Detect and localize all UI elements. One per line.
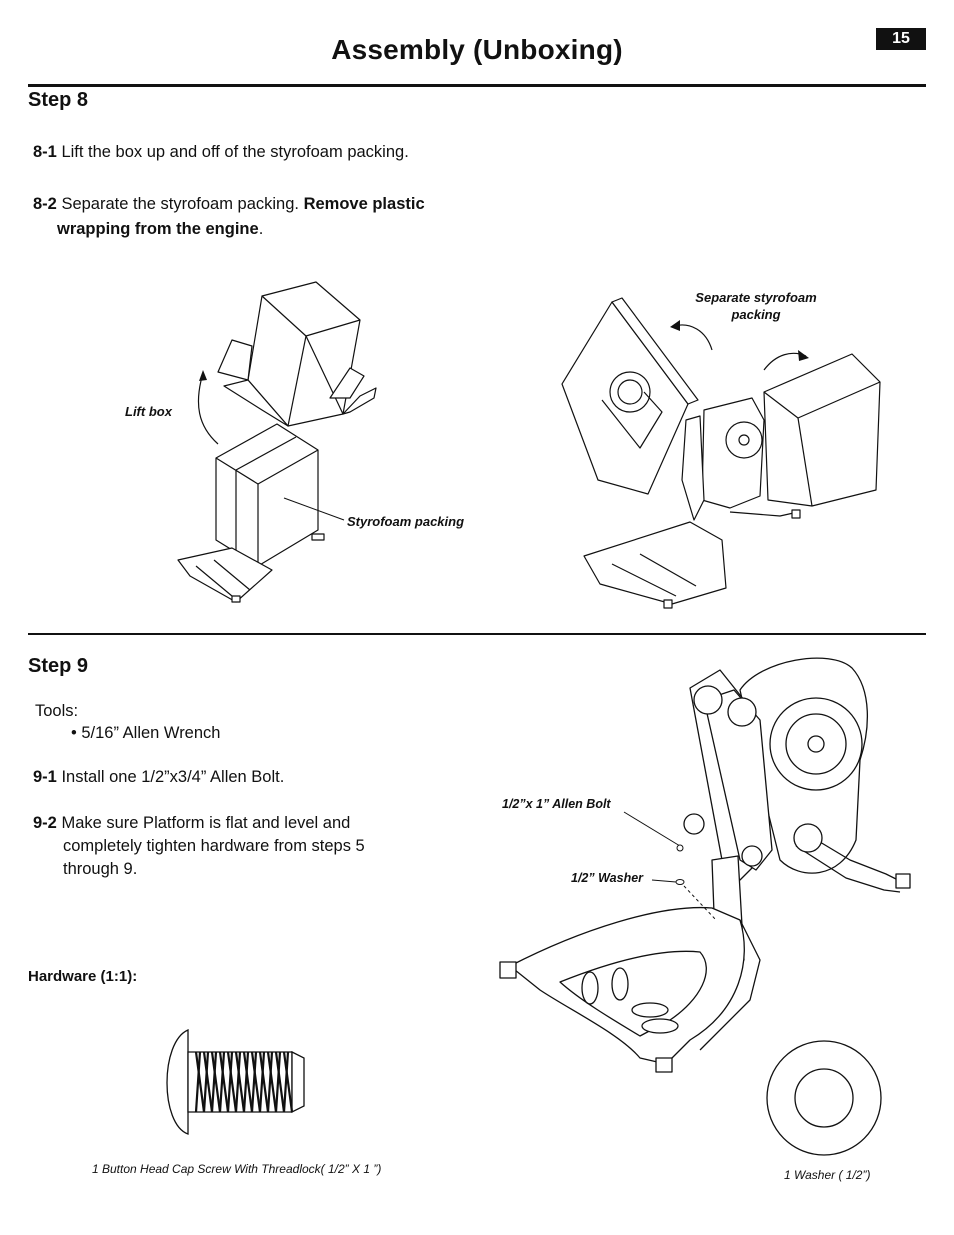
step-8-2-text: Separate the styrofoam packing. bbox=[56, 195, 304, 213]
step-8-1-instruction: 8-1 Lift the box up and off of the styro… bbox=[33, 140, 409, 165]
step-8-1-number: 8-1 bbox=[33, 143, 57, 161]
page-number: 15 bbox=[876, 28, 926, 50]
step-9-1-instruction: 9-1 Install one 1/2”x3/4” Allen Bolt. bbox=[33, 766, 284, 788]
styrofoam-packing-label: Styrofoam packing bbox=[347, 514, 465, 529]
lift-box-label: Lift box bbox=[125, 404, 172, 419]
step-9-2-line-2: completely tighten hardware from steps 5 bbox=[63, 837, 365, 855]
step-8-2-bold-1: Remove plastic bbox=[303, 195, 425, 213]
step-9-2-number: 9-2 bbox=[33, 814, 57, 832]
tools-item: • 5/16” Allen Wrench bbox=[71, 724, 221, 742]
step-9-2-line-3: through 9. bbox=[63, 860, 138, 878]
step-8-2-end: . bbox=[258, 220, 264, 238]
step-9-heading: Step 9 bbox=[28, 655, 89, 677]
button-head-screw-illustration bbox=[155, 1026, 305, 1136]
step-8-1-text: Lift the box up and off of the styrofoam… bbox=[56, 143, 409, 161]
allen-bolt-label: 1/2”x 1” Allen Bolt bbox=[502, 797, 611, 811]
lift-box-illustration bbox=[170, 280, 510, 610]
washer-illustration bbox=[766, 1040, 882, 1156]
separate-styrofoam-illustration bbox=[555, 295, 890, 615]
washer-label: 1/2” Washer bbox=[571, 871, 644, 885]
section-divider bbox=[28, 633, 926, 635]
tools-label: Tools: bbox=[35, 702, 79, 720]
step-8-2-number: 8-2 bbox=[33, 195, 57, 213]
step-9-1-text: Install one 1/2”x3/4” Allen Bolt. bbox=[56, 768, 285, 786]
step-8-2-instruction: 8-2 Separate the styrofoam packing. Remo… bbox=[33, 192, 503, 242]
step-9-2-line-1: Make sure Platform is flat and level and bbox=[56, 814, 351, 832]
step-9-1-number: 9-1 bbox=[33, 768, 57, 786]
step-8-2-bold-2: wrapping from the engine bbox=[57, 220, 259, 238]
screw-caption: 1 Button Head Cap Screw With Threadlock(… bbox=[92, 1162, 382, 1176]
machine-assembly-illustration bbox=[498, 645, 918, 1080]
page-title: Assembly (Unboxing) bbox=[331, 34, 623, 65]
separate-styrofoam-label-line-2: packing bbox=[731, 307, 781, 322]
separate-styrofoam-label-line-1: Separate styrofoam bbox=[695, 290, 817, 305]
washer-caption: 1 Washer ( 1/2”) bbox=[784, 1168, 871, 1182]
separate-styrofoam-label: Separate styrofoam packing bbox=[686, 289, 826, 323]
step-8-heading: Step 8 bbox=[28, 89, 89, 111]
hardware-label: Hardware (1:1): bbox=[28, 968, 138, 985]
header-rule bbox=[28, 84, 926, 87]
step-9-2-instruction: 9-2 Make sure Platform is flat and level… bbox=[33, 812, 473, 881]
